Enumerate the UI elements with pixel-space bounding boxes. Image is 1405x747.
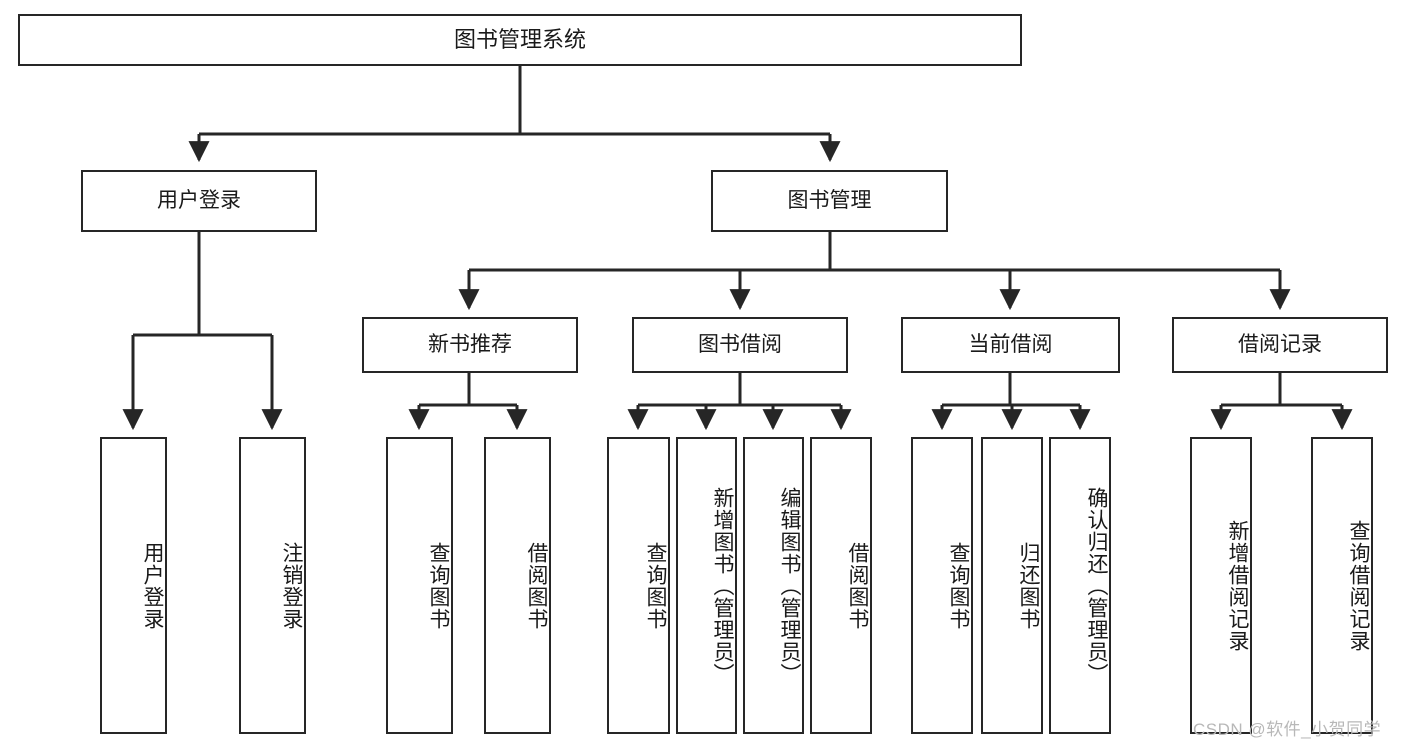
- leaf-add-borrow-record[interactable]: 新增借阅记录: [1190, 437, 1252, 734]
- leaf-logout-label: 注销登录: [280, 541, 303, 630]
- leaf-query-borrow-record[interactable]: 查询借阅记录: [1311, 437, 1373, 734]
- leaf-confirm-return-admin[interactable]: 确认归还（管理员）: [1049, 437, 1111, 734]
- leaf-return-book-label: 归还图书: [1017, 541, 1040, 630]
- leaf-add-borrow-record-label: 新增借阅记录: [1226, 519, 1249, 652]
- leaf-borrow-book-label: 借阅图书: [846, 541, 869, 630]
- leaf-query-book-current-label: 查询图书: [947, 541, 970, 630]
- node-book-borrow[interactable]: 图书借阅: [632, 317, 848, 373]
- csdn-watermark: CSDN @软件_小贺同学: [1193, 720, 1382, 739]
- leaf-borrow-book-newbook-label: 借阅图书: [525, 541, 548, 630]
- leaf-logout[interactable]: 注销登录: [239, 437, 306, 734]
- leaf-borrow-book[interactable]: 借阅图书: [810, 437, 872, 734]
- node-new-book-recommend-label: 新书推荐: [428, 332, 512, 356]
- node-current-borrow[interactable]: 当前借阅: [901, 317, 1120, 373]
- leaf-user-login-label: 用户登录: [141, 541, 164, 630]
- node-book-management-label: 图书管理: [787, 188, 872, 212]
- node-root-label: 图书管理系统: [453, 27, 586, 53]
- leaf-query-book-newbook-label: 查询图书: [427, 541, 450, 630]
- leaf-query-borrow-record-label: 查询借阅记录: [1347, 519, 1370, 652]
- node-user-login[interactable]: 用户登录: [81, 170, 317, 232]
- node-borrow-record[interactable]: 借阅记录: [1172, 317, 1388, 373]
- node-book-borrow-label: 图书借阅: [698, 332, 782, 356]
- leaf-add-book-admin[interactable]: 新增图书（管理员）: [676, 437, 737, 734]
- leaf-confirm-return-admin-label: 确认归还（管理员）: [1085, 486, 1108, 685]
- leaf-edit-book-admin-label: 编辑图书（管理员）: [778, 486, 801, 685]
- node-current-borrow-label: 当前借阅: [968, 332, 1053, 356]
- node-root[interactable]: 图书管理系统: [18, 14, 1022, 66]
- leaf-add-book-admin-label: 新增图书（管理员）: [711, 486, 734, 685]
- leaf-query-book-borrow[interactable]: 查询图书: [607, 437, 670, 734]
- leaf-edit-book-admin[interactable]: 编辑图书（管理员）: [743, 437, 804, 734]
- node-user-login-label: 用户登录: [157, 188, 241, 212]
- node-borrow-record-label: 借阅记录: [1238, 332, 1322, 356]
- leaf-query-book-current[interactable]: 查询图书: [911, 437, 973, 734]
- leaf-borrow-book-newbook[interactable]: 借阅图书: [484, 437, 551, 734]
- leaf-query-book-newbook[interactable]: 查询图书: [386, 437, 453, 734]
- node-new-book-recommend[interactable]: 新书推荐: [362, 317, 578, 373]
- node-book-management[interactable]: 图书管理: [711, 170, 948, 232]
- leaf-user-login[interactable]: 用户登录: [100, 437, 167, 734]
- leaf-return-book[interactable]: 归还图书: [981, 437, 1043, 734]
- leaf-query-book-borrow-label: 查询图书: [644, 541, 667, 630]
